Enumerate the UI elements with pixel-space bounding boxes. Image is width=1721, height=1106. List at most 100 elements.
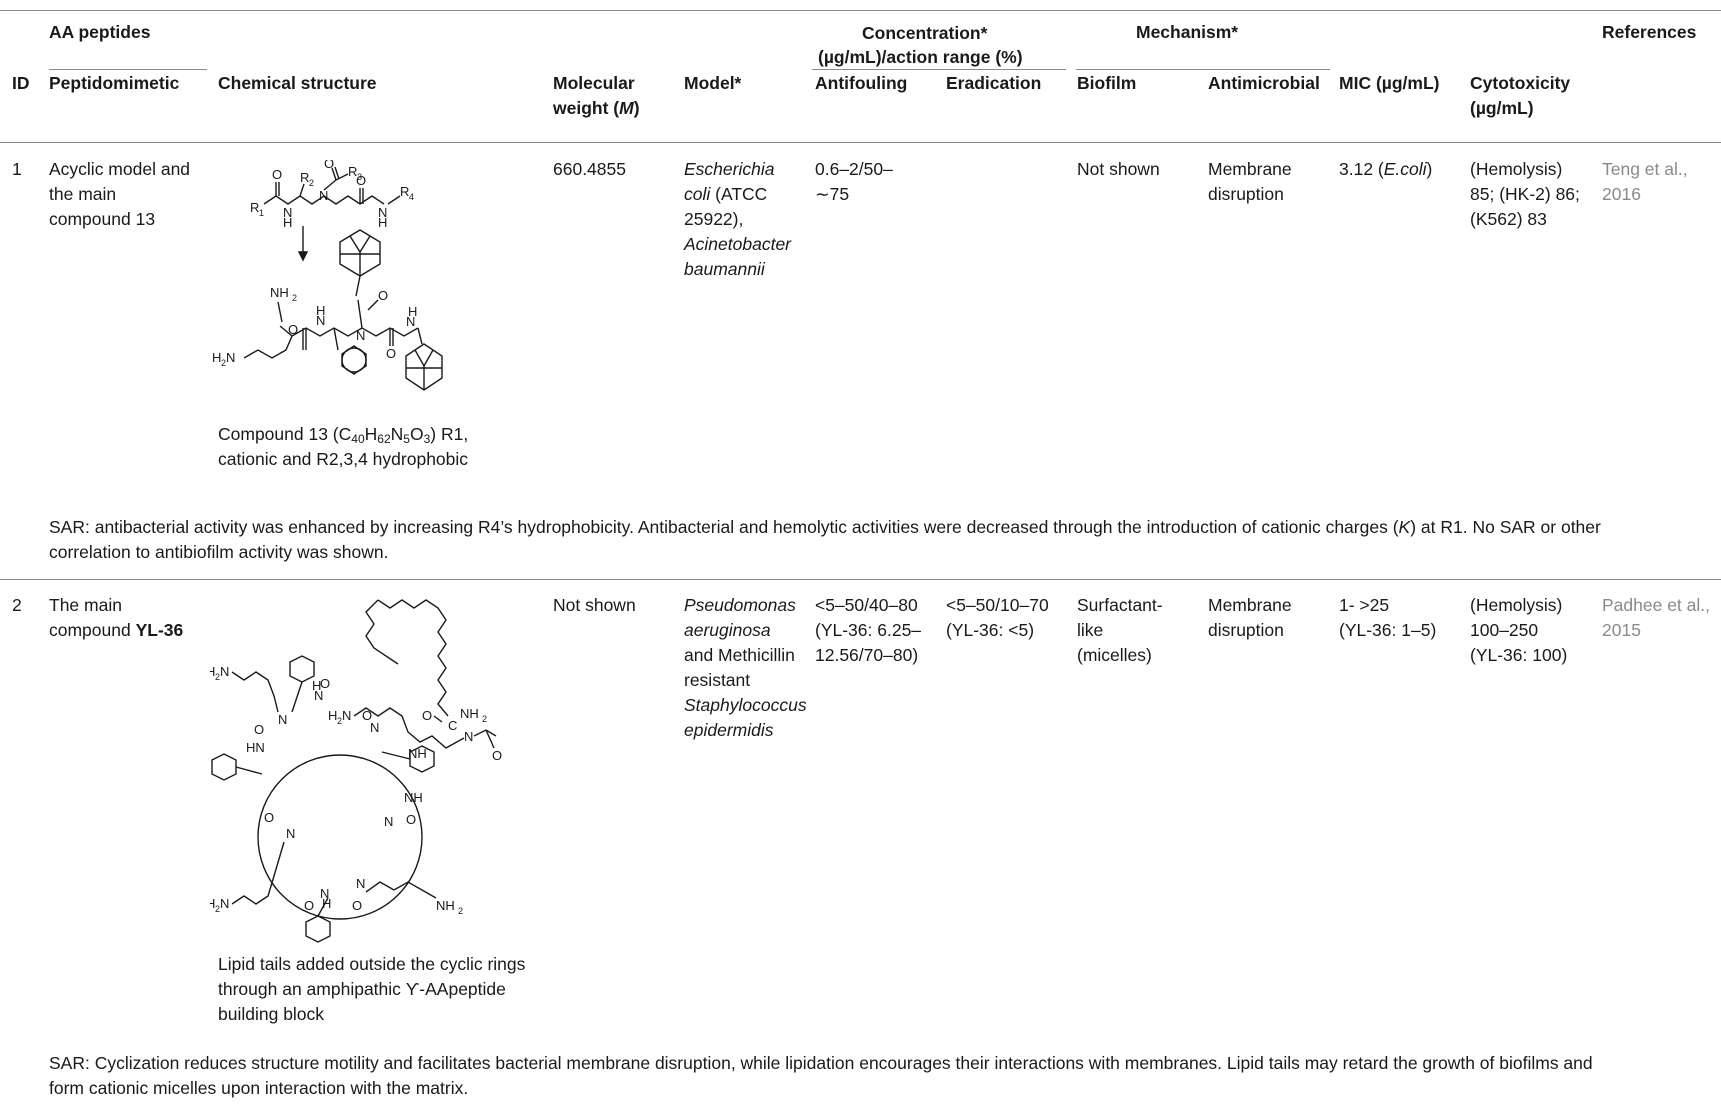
row1-pep-line: Acyclic model and bbox=[49, 159, 191, 179]
mol-label: N bbox=[283, 205, 292, 220]
mol-label: O bbox=[324, 160, 334, 171]
mol-label: N bbox=[342, 708, 351, 723]
row1-reference-link[interactable]: Teng et al., 2016 bbox=[1602, 157, 1688, 207]
cyto-line: (K562) 83 bbox=[1470, 209, 1547, 229]
cyto-line: 100–250 bbox=[1470, 620, 1539, 640]
biofilm-line: like bbox=[1077, 620, 1104, 640]
mol-label: R bbox=[300, 170, 309, 185]
antimicrobial-line: Membrane bbox=[1208, 595, 1292, 615]
mol-label: 2 bbox=[215, 904, 220, 914]
header-eradication: Eradication bbox=[946, 73, 1042, 93]
sar-text: SAR: Cyclization reduces structure motil… bbox=[49, 1053, 1593, 1073]
model-line: Acinetobacter bbox=[684, 234, 792, 254]
header-mw-close: ) bbox=[633, 98, 640, 118]
mol-label: O bbox=[406, 812, 416, 827]
mol-label: O bbox=[492, 748, 502, 763]
mol-label: 2 bbox=[337, 716, 342, 726]
header-mw-line1: Molecular bbox=[553, 73, 635, 93]
mol-label: C bbox=[448, 718, 457, 733]
row2-mic: 1- >25 (YL-36: 1–5) bbox=[1339, 593, 1436, 643]
row2-reference-link[interactable]: Padhee et al., 2015 bbox=[1602, 593, 1710, 643]
mol-label: N bbox=[226, 350, 235, 365]
row1-antifouling: 0.6–2/50– ∼75 bbox=[815, 157, 893, 207]
mol-label: NH bbox=[270, 285, 289, 300]
reference-line: 2015 bbox=[1602, 620, 1641, 640]
mol-label: 2 bbox=[482, 714, 487, 724]
header-subrule-aa bbox=[49, 69, 207, 70]
row1-model: Escherichia coli (ATCC 25922), Acinetoba… bbox=[684, 157, 791, 282]
row2-pep-line: The main bbox=[49, 595, 122, 615]
mol-label: 2 bbox=[292, 293, 297, 303]
header-cytotoxicity: Cytotoxicity (µg/mL) bbox=[1470, 71, 1570, 121]
mol-label: 2 bbox=[215, 672, 220, 682]
model-line: aeruginosa bbox=[684, 620, 771, 640]
row1-mic: 3.12 (E.coli) bbox=[1339, 157, 1432, 182]
sar-text: correlation to antibiofilm activity was … bbox=[49, 542, 389, 562]
caption-sub: 3 bbox=[423, 432, 431, 446]
header-antimicrobial: Antimicrobial bbox=[1208, 73, 1320, 93]
header-bottom-rule bbox=[0, 142, 1721, 143]
caption-text: Lipid tails added outside the cyclic rin… bbox=[218, 954, 526, 974]
mol-label: R bbox=[348, 164, 357, 179]
model-line: resistant bbox=[684, 670, 751, 690]
model-line: Pseudomonas bbox=[684, 595, 796, 615]
biofilm-line: (micelles) bbox=[1077, 645, 1152, 665]
header-id: ID bbox=[12, 73, 30, 93]
mol-label: 2 bbox=[458, 906, 463, 916]
antifouling-line: <5–50/40–80 bbox=[815, 595, 918, 615]
row2-cytotoxicity: (Hemolysis) 100–250 (YL-36: 100) bbox=[1470, 593, 1567, 668]
header-biofilm: Biofilm bbox=[1077, 73, 1137, 93]
model-line: (ATCC bbox=[710, 184, 768, 204]
mol-label: NH bbox=[408, 746, 427, 761]
row-divider bbox=[0, 579, 1721, 580]
row2-id: 2 bbox=[12, 595, 22, 615]
row1-peptidomimetic: Acyclic model and the main compound 13 bbox=[49, 157, 190, 232]
mol-label: 4 bbox=[409, 192, 414, 202]
caption-text: O bbox=[409, 424, 424, 444]
row1-caption: Compound 13 (C40H62N5O3) R1, cationic an… bbox=[218, 422, 468, 472]
mol-label: R bbox=[250, 200, 259, 215]
mol-label: N bbox=[406, 314, 415, 329]
sar-text: K bbox=[1398, 517, 1411, 537]
mol-label: O bbox=[288, 322, 298, 337]
caption-text: through an amphipathic ϒ-AApeptide bbox=[218, 979, 506, 999]
cyto-line: (YL-36: 100) bbox=[1470, 645, 1568, 665]
mol-label: H bbox=[283, 215, 292, 230]
mol-label: O bbox=[386, 346, 396, 361]
mol-label: NH bbox=[436, 898, 455, 913]
cyto-line: (Hemolysis) bbox=[1470, 595, 1563, 615]
mol-label: N bbox=[356, 876, 365, 891]
mol-label: N bbox=[320, 886, 329, 901]
cyto-line: (Hemolysis) bbox=[1470, 159, 1563, 179]
mol-label: H bbox=[210, 896, 215, 911]
model-line: and Methicillin bbox=[684, 645, 795, 665]
mol-label: N bbox=[314, 688, 323, 703]
antimicrobial-line: disruption bbox=[1208, 184, 1284, 204]
header-mw-line2: weight ( bbox=[553, 98, 620, 118]
mol-label: N bbox=[220, 896, 229, 911]
eradication-line: <5–50/10–70 bbox=[946, 595, 1049, 615]
model-line: epidermidis bbox=[684, 720, 774, 740]
antimicrobial-line: disruption bbox=[1208, 620, 1284, 640]
caption-text: ) R1, bbox=[430, 424, 469, 444]
model-line: Staphylococcus bbox=[684, 695, 807, 715]
mol-label: H bbox=[316, 303, 325, 318]
antifouling-line: (YL-36: 6.25– bbox=[815, 620, 922, 640]
mol-label: H bbox=[408, 304, 417, 319]
antifouling-line: 12.56/70–80) bbox=[815, 645, 919, 665]
header-antifouling: Antifouling bbox=[815, 73, 908, 93]
mol-label: O bbox=[422, 708, 432, 723]
mol-label: O bbox=[362, 708, 372, 723]
mol-label: O bbox=[378, 288, 388, 303]
mol-label: N bbox=[220, 664, 229, 679]
header-references: References bbox=[1602, 22, 1697, 42]
mic-text: 3.12 ( bbox=[1339, 159, 1384, 179]
reference-line: Teng et al., bbox=[1602, 159, 1688, 179]
mol-label: O bbox=[320, 676, 330, 691]
header-aa-peptides: AA peptides bbox=[49, 22, 151, 42]
mic-line: 1- >25 bbox=[1339, 595, 1390, 615]
antifouling-line: ∼75 bbox=[815, 184, 850, 204]
mol-label: 2 bbox=[309, 178, 314, 188]
row1-sar: SAR: antibacterial activity was enhanced… bbox=[49, 515, 1709, 565]
row2-antifouling: <5–50/40–80 (YL-36: 6.25– 12.56/70–80) bbox=[815, 593, 921, 668]
